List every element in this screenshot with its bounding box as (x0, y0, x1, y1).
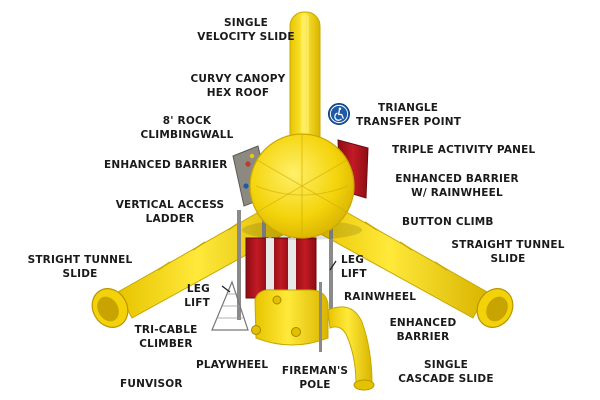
label-line: STRIGHT TUNNEL (24, 253, 136, 267)
label-line: TRI-CABLE (124, 323, 208, 337)
label-rainwheel: RAINWHEEL (344, 290, 416, 304)
label-line: FIREMAN'S (272, 364, 358, 378)
label-line: FUNVISOR (120, 377, 183, 391)
label-line: CASCADE SLIDE (396, 372, 496, 386)
tri-cable-climber (212, 282, 248, 330)
label-line: LIFT (341, 267, 367, 281)
label-line: RAINWHEEL (344, 290, 416, 304)
label-line: CURVY CANOPY (182, 72, 294, 86)
label-line: ENHANCED BARRIER (394, 172, 520, 186)
label-enhanced-barrier-rainwheel: ENHANCED BARRIER W/ RAINWHEEL (394, 172, 520, 200)
label-curvy-canopy-hex-roof: CURVY CANOPY HEX ROOF (182, 72, 294, 100)
label-line: ENHANCED (384, 316, 462, 330)
label-button-climb: BUTTON CLIMB (402, 215, 494, 229)
label-line: CLIMBER (124, 337, 208, 351)
label-triangle-transfer-point: TRIANGLE TRANSFER POINT (356, 101, 461, 129)
label-line: VELOCITY SLIDE (194, 30, 298, 44)
label-line: PLAYWHEEL (196, 358, 268, 372)
label-line: LEG (180, 282, 210, 296)
label-line: LEG (341, 253, 367, 267)
funvisor-deck (252, 290, 329, 345)
label-leg-lift-left: LEG LIFT (180, 282, 210, 310)
firemans-pole (319, 282, 322, 352)
label-line: SLIDE (448, 252, 568, 266)
label-line: POLE (272, 378, 358, 392)
label-line: SINGLE (396, 358, 496, 372)
label-line: BARRIER (384, 330, 462, 344)
label-straight-tunnel-slide-left: STRIGHT TUNNEL SLIDE (24, 253, 136, 281)
label-single-velocity-slide: SINGLE VELOCITY SLIDE (194, 16, 298, 44)
label-line: 8' ROCK (132, 114, 242, 128)
wheelchair-accessibility-icon (328, 103, 350, 125)
label-line: BUTTON CLIMB (402, 215, 494, 229)
enhanced-barrier-panels (246, 238, 316, 298)
label-enhanced-barrier-bottom: ENHANCED BARRIER (384, 316, 462, 344)
label-line: CLIMBINGWALL (132, 128, 242, 142)
label-firemans-pole: FIREMAN'S POLE (272, 364, 358, 392)
label-line: HEX ROOF (182, 86, 294, 100)
label-funvisor: FUNVISOR (120, 377, 183, 391)
label-line: TRANSFER POINT (356, 115, 461, 129)
label-line: VERTICAL ACCESS (112, 198, 228, 212)
label-vertical-access-ladder: VERTICAL ACCESS LADDER (112, 198, 228, 226)
label-line: SLIDE (24, 267, 136, 281)
label-line: TRIPLE ACTIVITY PANEL (392, 143, 535, 157)
label-line: W/ RAINWHEEL (394, 186, 520, 200)
label-triple-activity-panel: TRIPLE ACTIVITY PANEL (392, 143, 535, 157)
label-line: LIFT (180, 296, 210, 310)
label-line: LADDER (112, 212, 228, 226)
label-line: STRAIGHT TUNNEL (448, 238, 568, 252)
label-playwheel: PLAYWHEEL (196, 358, 268, 372)
label-line: SINGLE (194, 16, 298, 30)
label-leg-lift-right: LEG LIFT (341, 253, 367, 281)
label-straight-tunnel-slide-right: STRAIGHT TUNNEL SLIDE (448, 238, 568, 266)
label-line: TRIANGLE (356, 101, 461, 115)
label-single-cascade-slide: SINGLE CASCADE SLIDE (396, 358, 496, 386)
label-line: ENHANCED BARRIER (104, 158, 228, 172)
label-enhanced-barrier-left: ENHANCED BARRIER (104, 158, 228, 172)
label-tri-cable-climber: TRI-CABLE CLIMBER (124, 323, 208, 351)
label-rock-climbing-wall: 8' ROCK CLIMBINGWALL (132, 114, 242, 142)
